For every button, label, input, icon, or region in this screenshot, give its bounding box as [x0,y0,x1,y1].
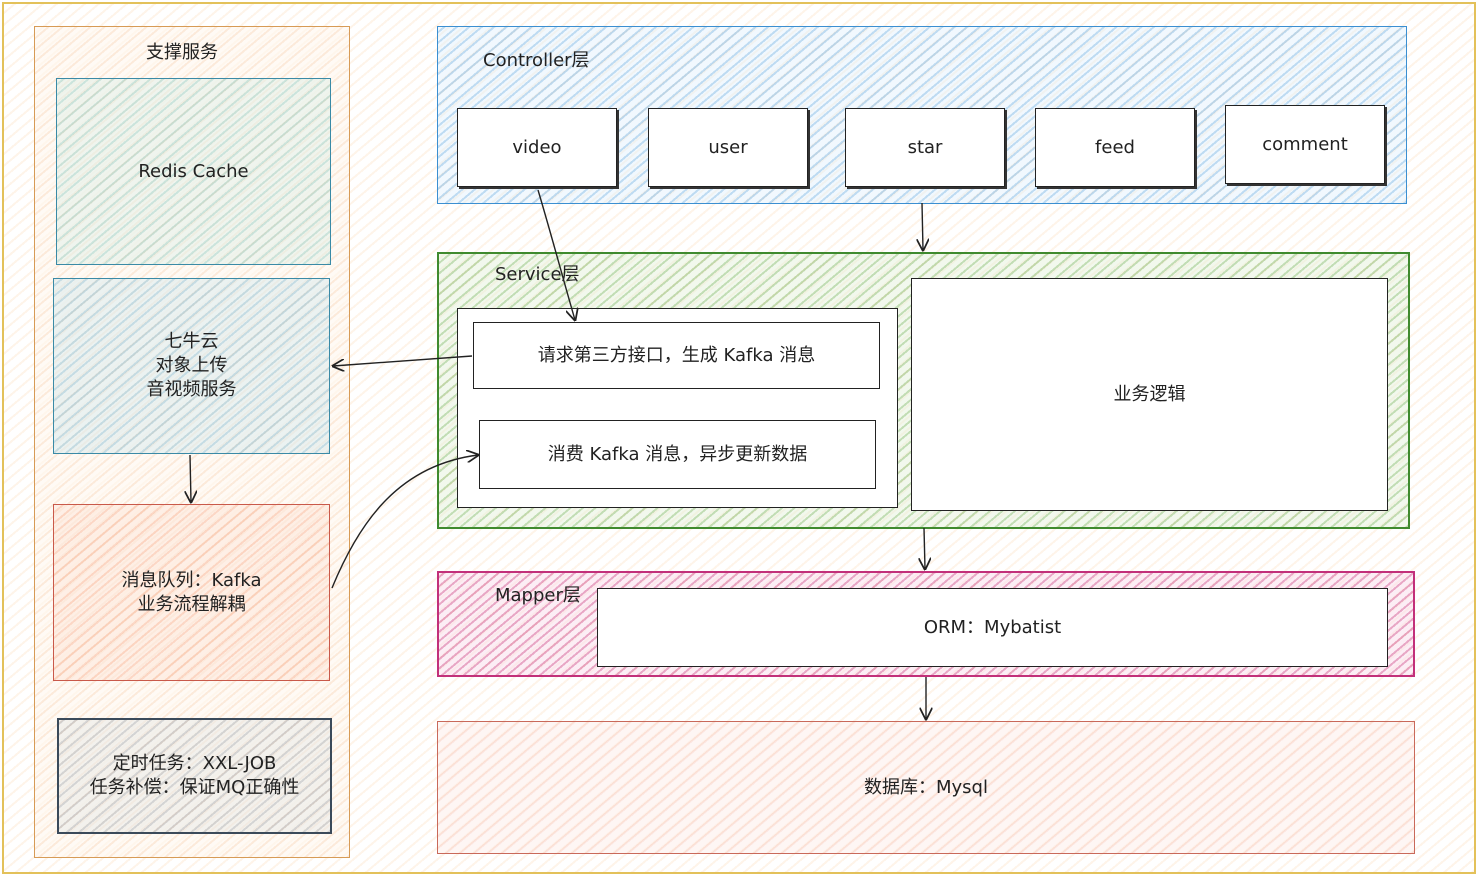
controller-user-box: user [648,108,808,187]
controller-video-label: video [512,136,562,158]
kafka-consume-box: 消费 Kafka 消息，异步更新数据 [479,420,876,489]
scheduled-task-line: 定时任务：XXL-JOB [112,753,277,774]
support-services-title: 支撑服务 [146,42,218,63]
controller-user-label: user [708,136,748,158]
orm-box: ORM：Mybatist [597,588,1388,667]
qiniu-line: 对象上传 [155,355,228,376]
third-party-request-box: 请求第三方接口，生成 Kafka 消息 [473,322,880,389]
redis-cache-box: Redis Cache [56,78,331,265]
controller-star-label: star [907,136,943,158]
controller-video-box: video [457,108,617,187]
qiniu-storage-box: 七牛云 对象上传 音视频服务 [53,278,330,454]
kafka-consume-label: 消费 Kafka 消息，异步更新数据 [547,443,808,465]
redis-cache-label: Redis Cache [138,160,249,182]
orm-label: ORM：Mybatist [923,616,1062,638]
database-label: 数据库：Mysql [864,776,988,798]
third-party-request-label: 请求第三方接口，生成 Kafka 消息 [537,344,816,366]
scheduled-task-line: 任务补偿：保证MQ正确性 [89,777,300,798]
controller-feed-box: feed [1035,108,1195,187]
qiniu-line: 音视频服务 [146,379,237,400]
kafka-line: 业务流程解耦 [137,593,246,615]
mapper-layer-title: Mapper层 [495,585,581,606]
business-logic-label: 业务逻辑 [1113,383,1186,405]
qiniu-line: 七牛云 [164,331,219,352]
database-box: 数据库：Mysql [437,721,1415,854]
scheduled-task-box: 定时任务：XXL-JOB 任务补偿：保证MQ正确性 [57,718,332,834]
kafka-line: 消息队列：Kafka [121,569,262,591]
controller-comment-label: comment [1262,133,1348,155]
service-layer-title: Service层 [495,264,580,285]
controller-comment-box: comment [1225,105,1385,184]
kafka-queue-box: 消息队列：Kafka 业务流程解耦 [53,504,330,681]
business-logic-box: 业务逻辑 [911,278,1388,511]
controller-star-box: star [845,108,1005,187]
controller-layer-title: Controller层 [483,50,590,71]
controller-feed-label: feed [1095,136,1135,158]
